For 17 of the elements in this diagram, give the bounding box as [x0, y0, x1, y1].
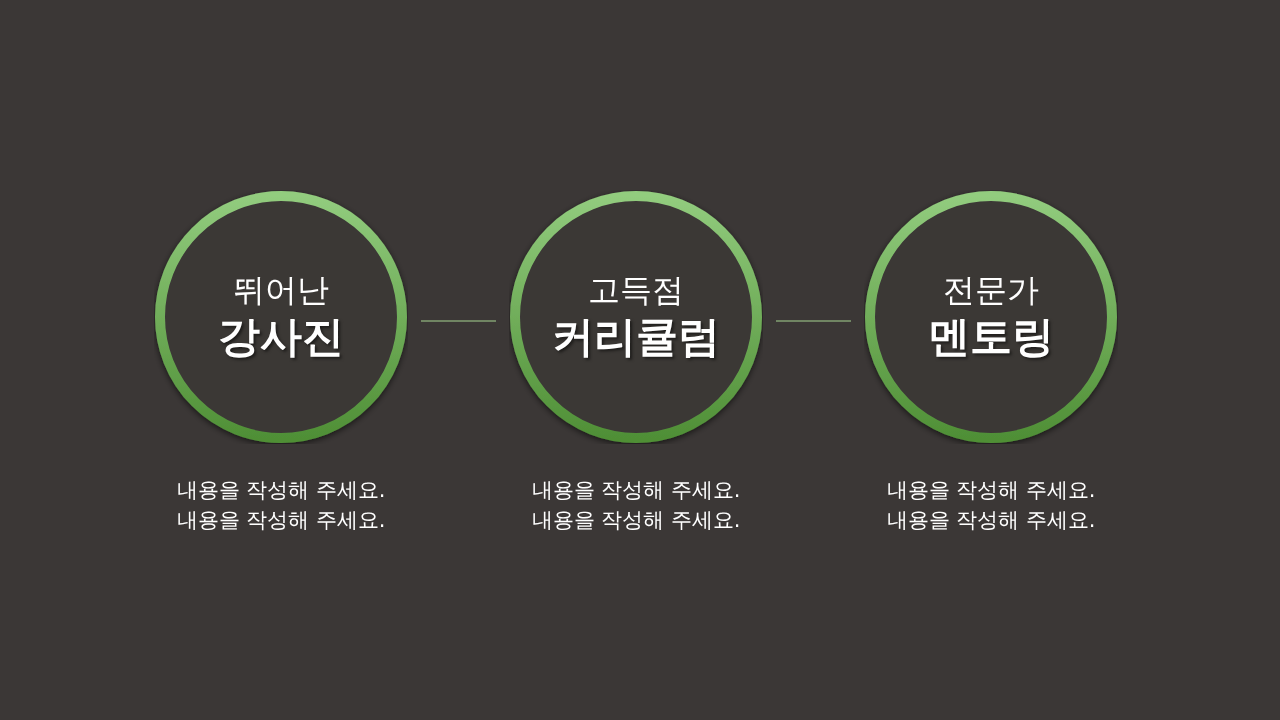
connector-line: [775, 320, 852, 322]
node-subtitle: 고득점: [588, 270, 684, 310]
node-title: 멘토링: [928, 311, 1054, 363]
circle-node: [154, 190, 408, 444]
description-text: 내용을 작성해 주세요.: [176, 477, 386, 504]
circle-node: [509, 190, 763, 444]
node-title: 강사진: [218, 311, 344, 363]
circle-node: [864, 190, 1118, 444]
connector-line: [420, 320, 497, 322]
node-subtitle: 뛰어난: [233, 270, 329, 310]
description-text: 내용을 작성해 주세요.: [531, 477, 741, 504]
node-title: 커리큘럼: [552, 311, 720, 363]
node-subtitle: 전문가: [943, 270, 1039, 310]
description-text: 내용을 작성해 주세요.: [531, 507, 741, 534]
description-text: 내용을 작성해 주세요.: [176, 507, 386, 534]
description-text: 내용을 작성해 주세요.: [886, 507, 1096, 534]
description-text: 내용을 작성해 주세요.: [886, 477, 1096, 504]
